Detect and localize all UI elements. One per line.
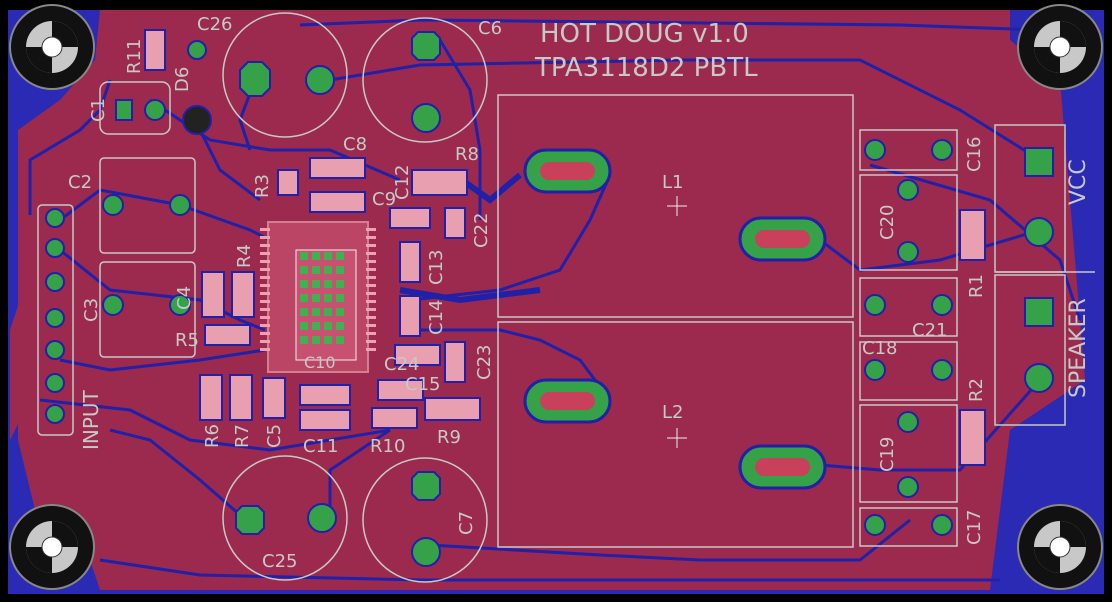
mounting-holes [9,4,1103,590]
label-r4: R4 [234,244,255,268]
label-d6: D6 [172,67,193,92]
label-c18: C18 [862,338,897,359]
label-c23: C23 [474,345,495,380]
label-r11: R11 [124,39,145,74]
label-r6: R6 [202,424,223,448]
silkscreen-text: HOT DOUG v1.0 TPA3118D2 PBTL C26 C6 R11 … [68,14,1091,572]
label-c13: C13 [426,250,447,285]
label-c4: C4 [174,286,195,310]
label-c2: C2 [68,172,92,193]
board-title-line2: TPA3118D2 PBTL [534,53,758,83]
label-speaker: SPEAKER [1066,298,1091,398]
label-c17: C17 [964,510,985,545]
label-c9: C9 [372,189,396,210]
label-c5: C5 [264,424,285,448]
label-c19: C19 [877,437,898,472]
mount-hole-tr [1017,4,1103,90]
label-r2: R2 [966,378,987,402]
label-r5: R5 [175,330,199,351]
label-c26: C26 [197,14,232,35]
label-c14: C14 [426,300,447,335]
label-r8: R8 [455,144,479,165]
label-vcc: VCC [1066,159,1091,205]
label-c12: C12 [392,165,413,200]
top-copper-pour [18,10,1085,590]
label-input: INPUT [79,389,103,450]
label-c11: C11 [303,436,338,457]
mount-hole-tl [9,4,95,90]
label-c10: C10 [304,353,336,372]
smd-components [144,29,986,466]
label-c3: C3 [81,298,102,322]
label-c25: C25 [262,551,297,572]
label-r7: R7 [232,424,253,448]
label-c7: C7 [456,511,477,535]
label-c21: C21 [912,320,947,341]
label-c1: C1 [88,98,109,122]
label-c22: C22 [471,213,492,248]
label-r1: R1 [966,274,987,298]
inductor-pads [523,148,827,490]
silkscreen-outlines [37,12,1095,583]
mount-hole-br [1017,504,1103,590]
label-l1: L1 [662,172,683,193]
label-c15: C15 [405,374,440,395]
label-c16: C16 [964,137,985,172]
label-r9: R9 [437,427,461,448]
label-l2: L2 [662,402,683,423]
label-c6: C6 [478,18,502,39]
label-c8: C8 [343,134,367,155]
mount-hole-bl [9,504,95,590]
label-c20: C20 [877,205,898,240]
label-c24: C24 [384,354,419,375]
ic-tpa3118d2 [260,221,376,373]
label-r3: R3 [252,174,273,198]
board-title-line1: HOT DOUG v1.0 [540,19,749,49]
through-hole-pads [45,31,1054,567]
label-r10: R10 [370,436,405,457]
